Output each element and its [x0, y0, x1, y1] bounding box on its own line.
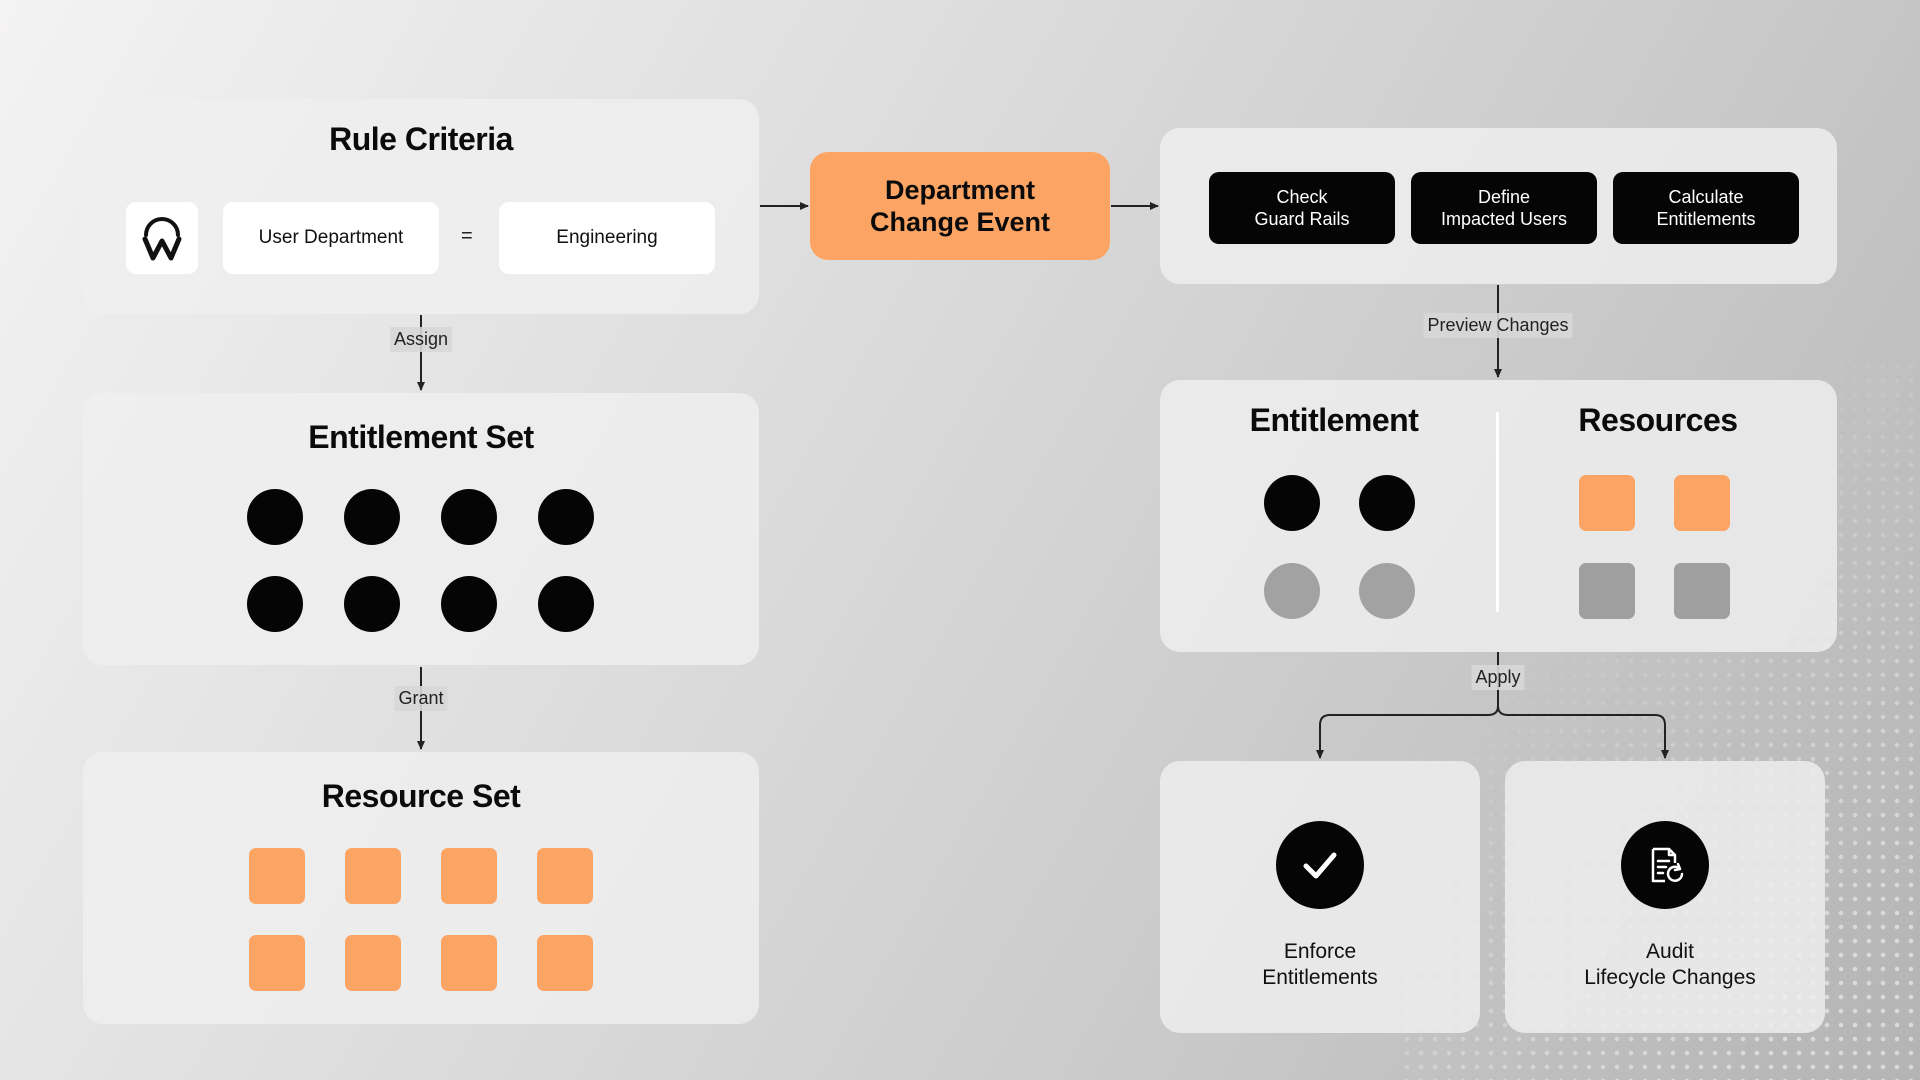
entitlement-dot [441, 576, 497, 632]
entitlement-dot-active [1264, 475, 1320, 531]
caption-line1: Audit [1646, 940, 1694, 963]
apply-branch-right [1497, 705, 1669, 759]
entitlement-dot [538, 489, 594, 545]
entitlement-dot [538, 576, 594, 632]
entitlement-set-panel: Entitlement Set [83, 393, 759, 665]
resource-square [441, 848, 497, 904]
resource-square-active [1579, 475, 1635, 531]
rule-criteria-panel: Rule Criteria User Department = Engineer… [83, 99, 759, 314]
entitlement-dot-inactive [1359, 563, 1415, 619]
caption-line2: Entitlements [1262, 966, 1378, 989]
resource-square-inactive [1674, 563, 1730, 619]
rule-field-chip[interactable]: User Department [223, 202, 439, 274]
audit-lifecycle-panel: Audit Lifecycle Changes [1505, 761, 1825, 1033]
entitlement-dot [441, 489, 497, 545]
entitlement-set-title: Entitlement Set [308, 419, 534, 455]
enforce-caption: Enforce Entitlements [1262, 939, 1378, 991]
resource-square-active [1674, 475, 1730, 531]
resource-square [249, 848, 305, 904]
rule-value-chip[interactable]: Engineering [499, 202, 715, 274]
apply-branch-left [1316, 705, 1499, 759]
calculate-entitlements-button[interactable]: Calculate Entitlements [1613, 172, 1799, 244]
entitlement-dot [344, 489, 400, 545]
resource-square-inactive [1579, 563, 1635, 619]
checkmark-icon [1276, 821, 1364, 909]
resource-square [537, 848, 593, 904]
resource-set-title: Resource Set [321, 778, 521, 814]
entitlement-dot [247, 576, 303, 632]
assign-label: Assign [389, 327, 453, 352]
rule-operator: = [461, 225, 473, 247]
preview-resources-title: Resources [1578, 402, 1738, 438]
grant-label: Grant [394, 686, 448, 711]
define-impacted-users-button[interactable]: Define Impacted Users [1411, 172, 1597, 244]
resource-set-panel: Resource Set [83, 752, 759, 1024]
caption-line1: Enforce [1283, 940, 1357, 963]
entitlement-dot [344, 576, 400, 632]
workday-w-logo-icon [142, 217, 182, 261]
check-guard-rails-button[interactable]: Check Guard Rails [1209, 172, 1395, 244]
resource-square [249, 935, 305, 991]
step-label-line2: Guard Rails [1254, 209, 1350, 229]
resource-square [537, 935, 593, 991]
preview-divider [1496, 412, 1499, 612]
step-label-line1: Check [1276, 187, 1328, 207]
preview-changes-label: Preview Changes [1423, 313, 1573, 338]
apply-label: Apply [1471, 665, 1525, 690]
resource-square [441, 935, 497, 991]
step-label-line2: Entitlements [1656, 209, 1756, 229]
caption-line2: Lifecycle Changes [1584, 966, 1756, 989]
department-change-event[interactable]: Department Change Event [810, 152, 1110, 260]
resource-square [345, 848, 401, 904]
preview-entitlement-title: Entitlement [1249, 402, 1419, 438]
workday-logo [126, 202, 198, 274]
document-refresh-icon [1621, 821, 1709, 909]
rule-criteria-title: Rule Criteria [329, 121, 513, 157]
step-label-line1: Define [1477, 187, 1531, 207]
enforce-entitlements-panel: Enforce Entitlements [1160, 761, 1480, 1033]
entitlement-dot-inactive [1264, 563, 1320, 619]
preview-panel: Entitlement Resources [1160, 380, 1837, 652]
resource-square [345, 935, 401, 991]
step-label-line1: Calculate [1668, 187, 1744, 207]
event-line2: Change Event [869, 207, 1051, 237]
entitlement-dot [247, 489, 303, 545]
audit-caption: Audit Lifecycle Changes [1584, 939, 1756, 991]
entitlement-dot-active [1359, 475, 1415, 531]
step-label-line2: Impacted Users [1440, 209, 1568, 229]
event-line1: Department [884, 175, 1036, 205]
